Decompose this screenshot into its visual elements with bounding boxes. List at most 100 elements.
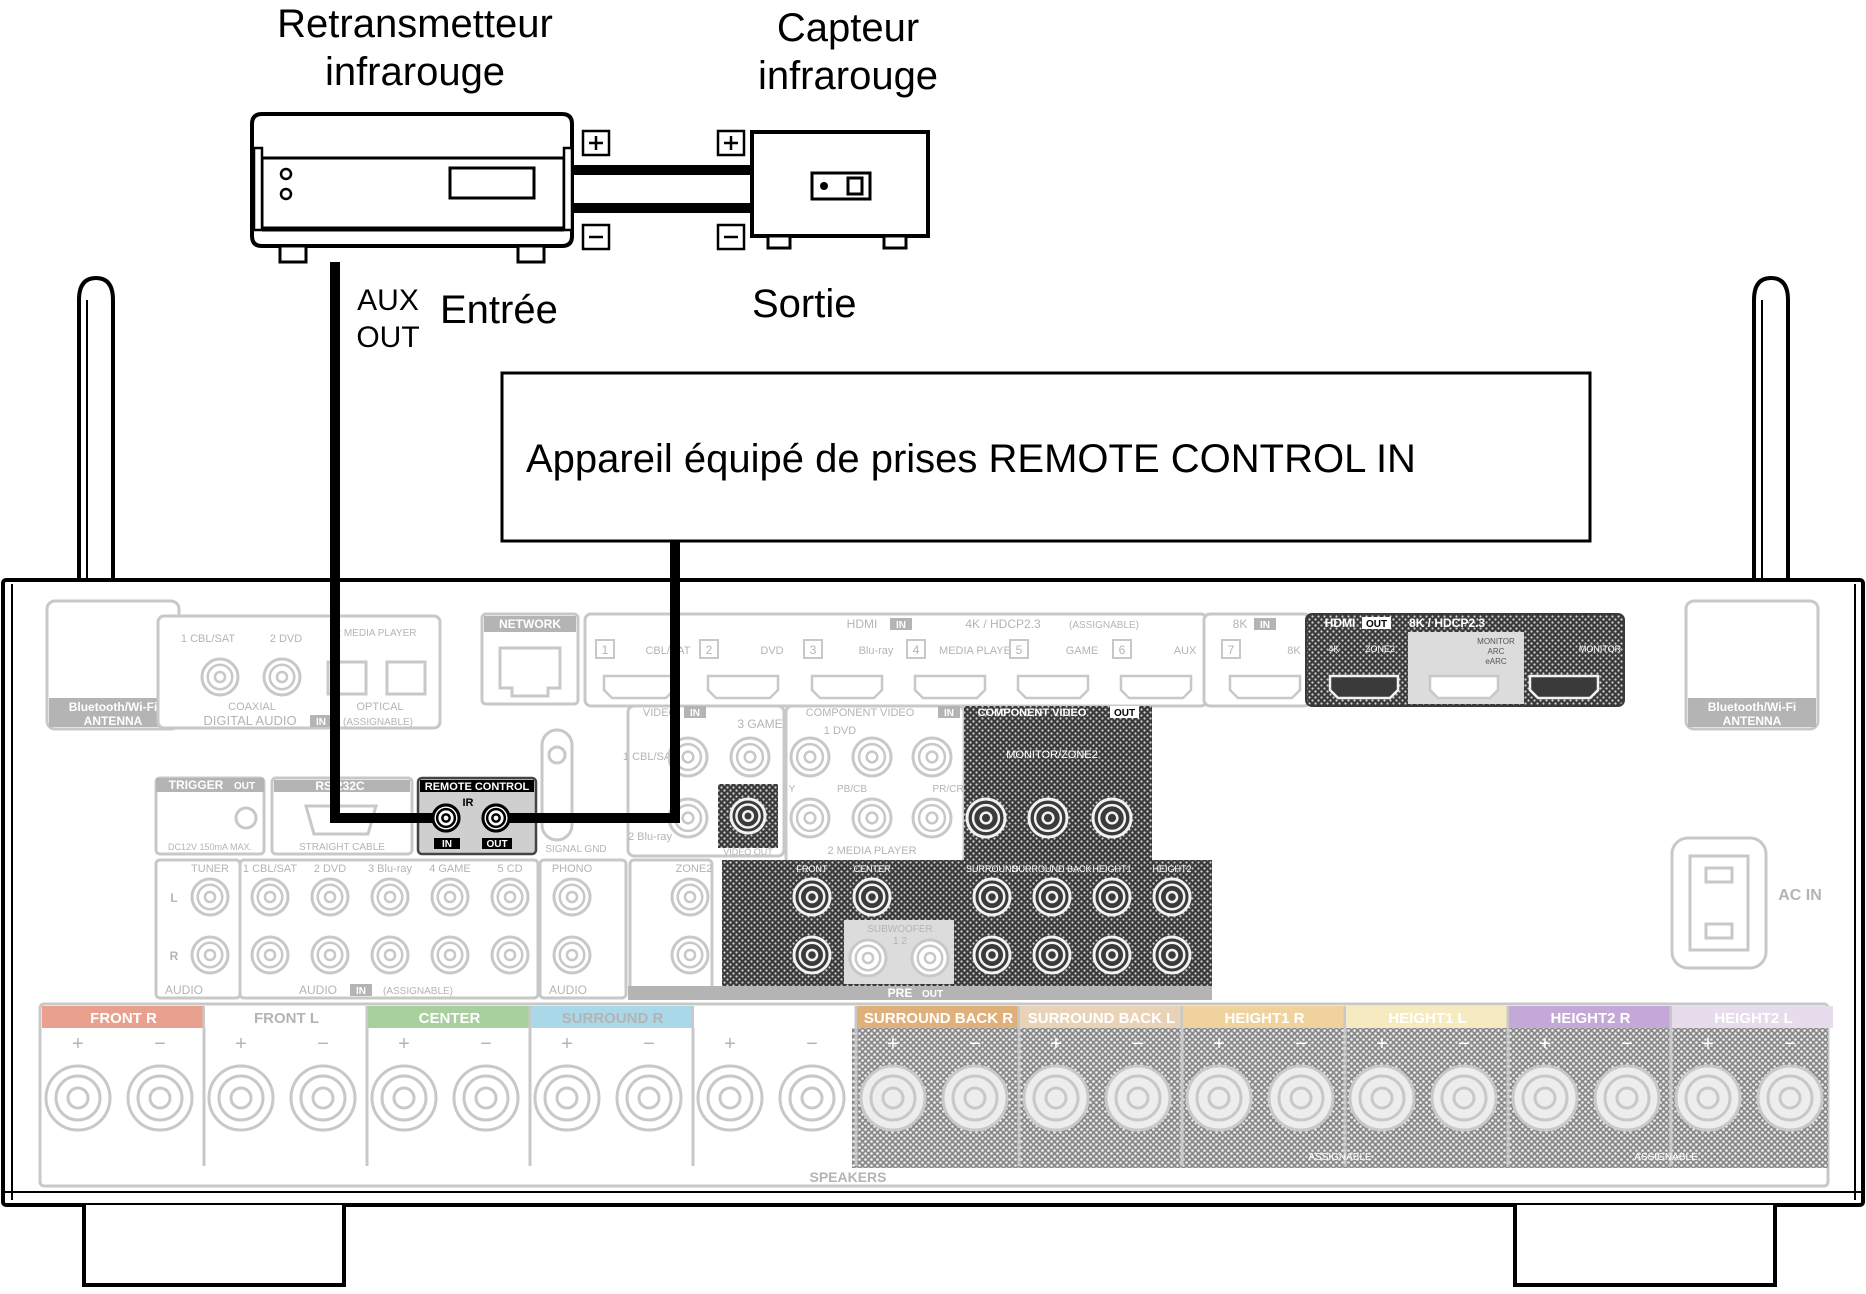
speaker-post-ring-0-1 [136,1074,184,1122]
hdmi-in-num-box-4 [906,639,926,659]
component-in-jack-b-0-pin [803,811,817,825]
remote-out-cable [496,541,680,823]
hdmi-in-num-6: 6 [1119,643,1126,657]
video-in-bluray: 2 Blu-ray [628,831,673,843]
speaker-post-pin-1-0 [229,1086,253,1110]
hdmi-out-spec: 8K / HDCP2.3 [1409,616,1485,630]
speaker-label-10: HEIGHT2 L [1714,1010,1792,1027]
ir-retransmitter-led-1 [279,167,293,181]
speaker-post-pin-7-1 [1289,1086,1313,1110]
pre-out-label: PRE [888,986,913,1000]
component-in-pb: PB/CB [837,784,867,795]
remote-in-badge-bg [434,838,460,849]
subwoofer-2-pin [923,951,937,965]
speaker-post-ring-0-0 [54,1074,102,1122]
pre-out-bottom-0-pin [805,948,819,962]
signal-gnd-label: SIGNAL GND [545,844,606,855]
pre-out-bottom-5-ring [1158,941,1186,969]
hdmi-8k-badge: IN [1260,620,1270,631]
speaker-post-pin-8-0 [1370,1086,1394,1110]
component-in-jack-a-0-ring [795,742,825,772]
tuner-panel [154,858,242,1000]
speaker-post-ring-1-1 [299,1074,347,1122]
speaker-post-pin-7-0 [1207,1086,1231,1110]
speaker-plus-9: + [1539,1033,1551,1055]
retransmitter-plus-terminal-box [581,129,611,157]
speaker-post-ring-5-0 [869,1074,917,1122]
speaker-plus-7: + [1213,1033,1225,1055]
remote-in-jack-top-pin [441,813,451,823]
speaker-post-pin-4-1 [800,1086,824,1110]
zone2-l-pin [683,890,697,904]
phono-r-pin [565,948,579,962]
component-in-jack-b-0-ring [795,803,825,833]
hdmi-in-num-4: 4 [913,643,920,657]
right-foot [1513,1205,1777,1287]
subwoofer-1-ring [854,944,882,972]
digital-assignable: (ASSIGNABLE) [343,717,413,728]
speaker-post-pin-5-1 [963,1086,987,1110]
network-header [484,616,576,632]
speakers-label: SPEAKERS [809,1169,886,1185]
coax-jack-2-ring [268,663,296,691]
pre-out-ch-5: HEIGHT2 [1152,864,1191,874]
speaker-post-pin-9-0 [1533,1086,1557,1110]
speaker-header-1 [205,1006,366,1028]
analog-in-r-3-ring [376,941,404,969]
remote-control-label: REMOTE CONTROL [425,781,530,793]
sensor-minus-terminal-box [716,223,746,251]
speaker-post-ring-4-1 [788,1074,836,1122]
speaker-post-ring-1-0 [217,1074,265,1122]
component-out-jack-0-pin [979,811,993,825]
hdmi-out-monitor-label: MONITOR [1579,644,1622,654]
analog-in-l-0-pin [203,890,217,904]
pre-out-top-3-pin [1045,890,1059,904]
hdmi-out-badge: OUT [1366,619,1387,630]
analog-in-r-4-ring [436,941,464,969]
bt-antenna-left-panel-footer [49,698,177,727]
analog-in-r-0-ring [196,941,224,969]
analog-in-badge-bg [350,984,372,996]
hdmi-in-num-3: 3 [810,643,817,657]
speaker-post-pin-3-1 [637,1086,661,1110]
analog-in-r-1-pin [263,948,277,962]
speakers-assignable-2: ASSIGNABLE [1634,1152,1698,1163]
video-in-badge: IN [690,708,700,719]
rs232c-label: RS-232C [315,779,365,793]
speaker-header-0 [42,1006,203,1028]
component-in-badge-bg [938,706,960,718]
speaker-post-ring-6-1 [1114,1074,1162,1122]
speaker-post-pin-5-0 [881,1086,905,1110]
bt-antenna-left-panel-text1: Bluetooth/Wi-Fi [69,700,158,714]
speaker-label-2: CENTER [419,1010,481,1027]
component-out-jack-2-ring [1097,803,1127,833]
pre-out-badge-bg [918,987,947,999]
analog-in-r-0-pin [203,948,217,962]
digital-in-4: 2 MEDIA PLAYER [336,628,417,639]
speaker-header-2 [368,1006,529,1028]
component-in-pr: PR/CR [932,784,963,795]
rs232c-footer: STRAIGHT CABLE [299,842,385,853]
trigger-label: TRIGGER [169,778,224,792]
zone2-r-pin [683,948,697,962]
hdmi-in-num-box-5 [1009,639,1029,659]
component-in-jack-a-2-ring [917,742,947,772]
pre-out-top-0-pin [805,890,819,904]
component-in-jack-a-1-pin [865,750,879,764]
hdmi-in-assignable: (ASSIGNABLE) [1069,620,1139,631]
optical-label: OPTICAL [356,701,403,713]
component-in-jack-b-2-pin [925,811,939,825]
video-out-jack-pin [741,809,755,823]
video-in-game: 3 GAME [737,717,782,731]
trigger-out-badge: OUT [234,781,255,792]
speaker-plus-6: + [1050,1033,1062,1055]
speaker-label-8: HEIGHT1 L [1388,1010,1466,1027]
pre-out-ch-4: HEIGHT1 [1092,864,1131,874]
video-in-cbl: 1 CBL/SAT [623,751,677,763]
hdmi-in-num-box-6 [1112,639,1132,659]
analog-assignable: (ASSIGNABLE) [383,986,453,997]
hdmi-out-earc-label1: MONITOR [1477,637,1515,646]
hdmi-out-4k-label: 4K [1328,644,1339,654]
speaker-post-ring-10-1 [1766,1074,1814,1122]
